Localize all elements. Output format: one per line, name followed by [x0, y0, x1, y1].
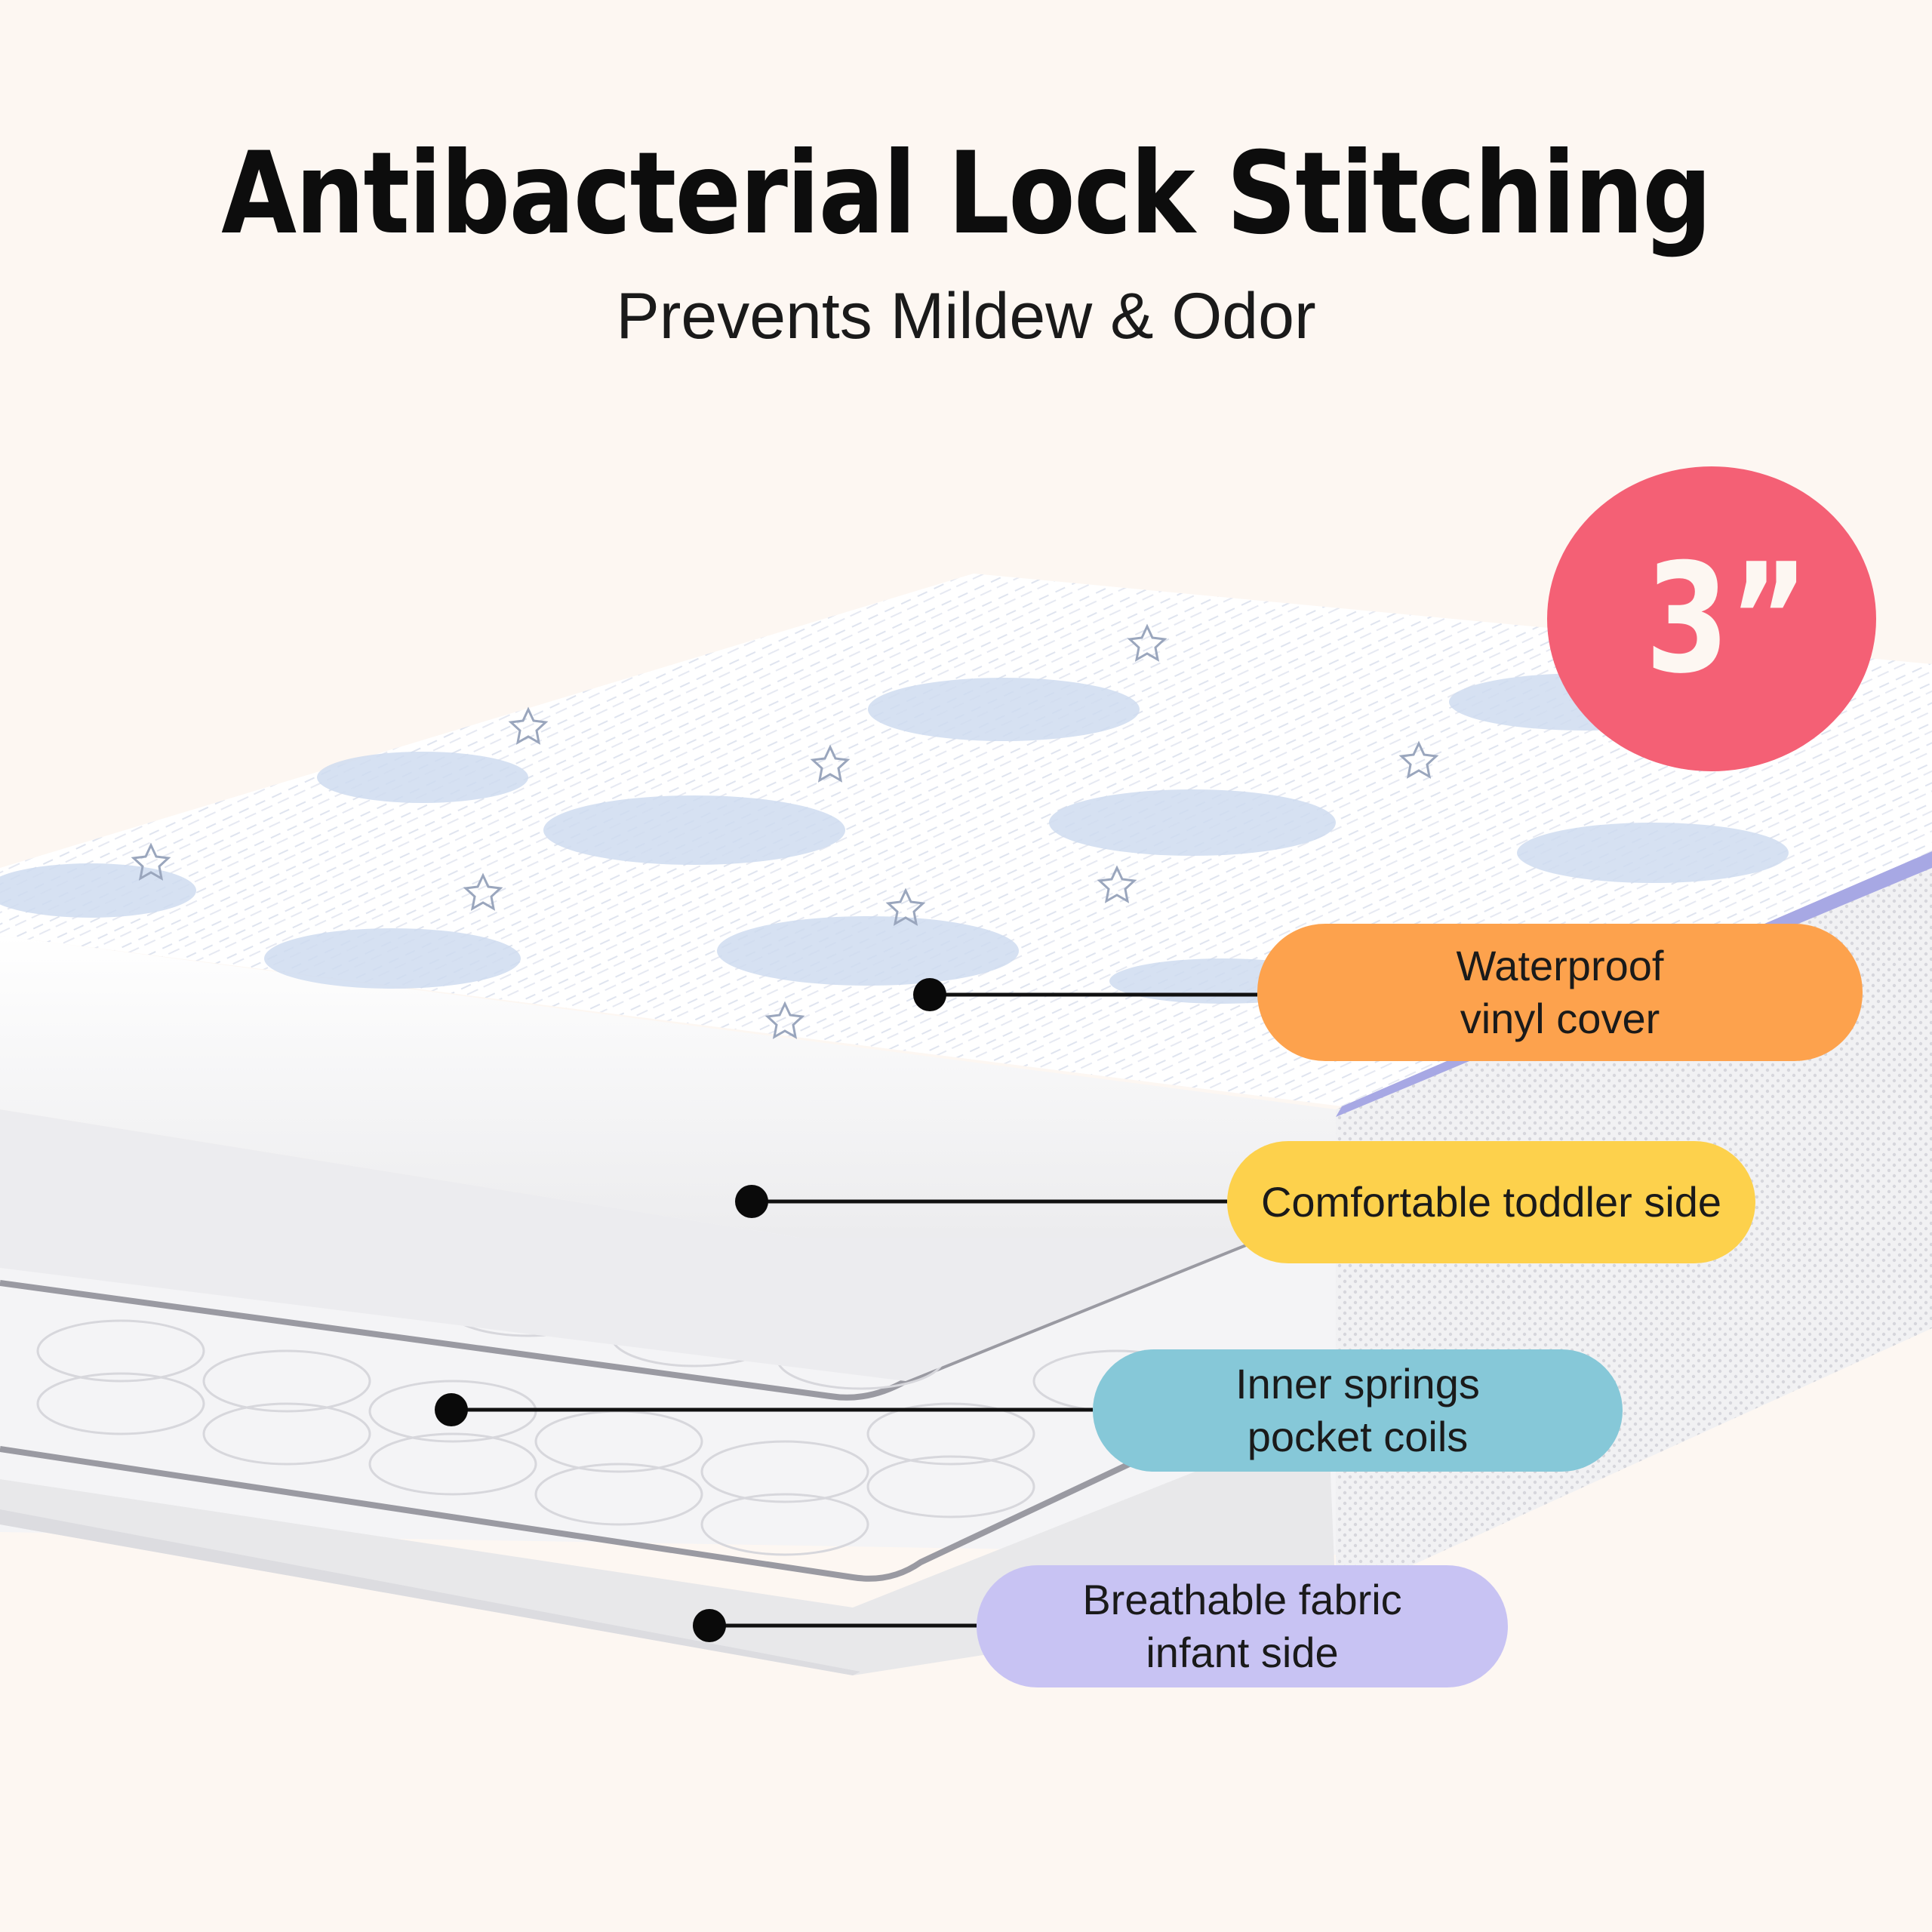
callout-line: infant side — [1146, 1629, 1339, 1676]
callout-line: Inner springs — [1235, 1360, 1480, 1407]
callout-waterproof-cover: Waterproof vinyl cover — [1257, 924, 1863, 1061]
callout-line: Breathable fabric — [1082, 1576, 1402, 1623]
star-pattern — [131, 623, 1439, 1039]
page-title: Antibacterial Lock Stitching — [221, 128, 1712, 260]
cloud-pattern — [0, 673, 1789, 1004]
lower-board-line — [0, 1378, 1307, 1582]
callout-line: Waterproof — [1456, 942, 1664, 989]
top-foam-underside — [0, 1109, 1336, 1381]
leader-dot-1 — [913, 978, 946, 1011]
callout-inner-springs: Inner springs pocket coils — [1093, 1349, 1623, 1472]
callout-infant-side: Breathable fabric infant side — [977, 1565, 1508, 1687]
callout-line: pocket coils — [1247, 1413, 1469, 1460]
page-subtitle: Prevents Mildew & Odor — [616, 280, 1316, 352]
callout-toddler-side: Comfortable toddler side — [1227, 1141, 1755, 1263]
bottom-foam-face — [0, 1509, 860, 1675]
upper-board-line — [0, 1220, 1300, 1401]
callout-line: vinyl cover — [1460, 995, 1660, 1042]
leader-dot-4 — [693, 1609, 726, 1642]
callout-line: Comfortable toddler side — [1260, 1178, 1722, 1226]
thickness-badge: 3” — [1547, 466, 1876, 771]
thickness-badge-label: 3” — [1644, 531, 1809, 707]
top-foam-front — [0, 936, 1336, 1238]
leader-dot-2 — [735, 1185, 768, 1218]
callout-leaders — [435, 978, 1257, 1642]
leader-dot-3 — [435, 1393, 468, 1426]
